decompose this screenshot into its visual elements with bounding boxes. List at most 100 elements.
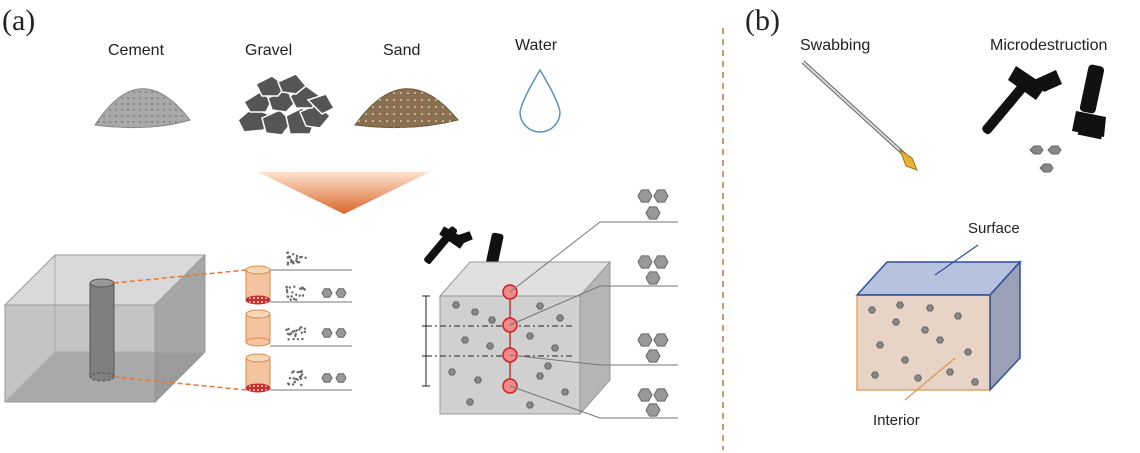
mixing-funnel-icon <box>258 172 430 214</box>
core-sample-1 <box>245 265 271 305</box>
aggregate-hexagon <box>653 333 669 347</box>
powder-grain <box>286 295 290 298</box>
aggregate-hexagon <box>645 271 661 285</box>
aggregate-hexagon <box>867 306 877 314</box>
powder-grain <box>300 326 303 329</box>
powder-grain <box>285 286 288 289</box>
powder-grain <box>293 380 296 384</box>
powder-grain <box>300 331 303 334</box>
aggregate-hexagon <box>653 255 669 269</box>
aggregate-hexagon <box>637 388 653 402</box>
powder-grain <box>295 254 299 258</box>
powder-grain <box>291 260 294 263</box>
aggregate-hexagon <box>335 373 347 383</box>
powder-grain <box>295 293 298 296</box>
gravel-pile-icon <box>237 73 336 136</box>
aggregate-dots-b <box>447 301 570 409</box>
powder-grain <box>286 263 290 266</box>
powder-grain <box>303 327 307 330</box>
powder-grain <box>301 373 304 376</box>
aggregate-hexagon <box>321 288 333 298</box>
aggregate-dots-c <box>867 301 980 386</box>
core-cylinder <box>89 278 115 382</box>
flashlight-icon-b <box>1072 64 1106 140</box>
aggregate-hexagon <box>645 349 661 363</box>
aggregate-hexagon <box>470 308 480 316</box>
cement-label: Cement <box>108 42 165 59</box>
powder-grain <box>296 378 299 381</box>
powder-grain <box>286 291 289 294</box>
powder-grain <box>298 375 302 379</box>
powder-grain <box>294 332 297 336</box>
microdestruction-label: Microdestruction <box>990 37 1107 54</box>
water-label: Water <box>515 37 558 54</box>
powder-grain <box>298 328 301 331</box>
aggregate-hexagon <box>487 316 497 324</box>
aggregate-hexagon <box>543 362 553 370</box>
aggregate-hexagon <box>875 341 885 349</box>
aggregate-hexagon <box>913 374 923 382</box>
powder-grain <box>291 291 294 294</box>
aggregate-particles-b <box>1029 145 1062 173</box>
powder-grain <box>287 327 290 331</box>
powder-grain <box>295 257 298 260</box>
aggregate-hexagon <box>473 376 483 384</box>
aggregate-particles-right <box>637 189 669 417</box>
powder-grain <box>290 295 293 298</box>
aggregate-hexagon <box>925 304 935 312</box>
aggregate-hexagon <box>645 403 661 417</box>
powder-grain <box>292 337 295 341</box>
powder-grain <box>303 330 306 334</box>
aggregate-hexagon <box>525 401 535 409</box>
core-connector-top <box>113 269 247 284</box>
water-drop-icon <box>519 68 561 133</box>
powder-grain <box>286 251 289 254</box>
leader-lines <box>509 221 678 419</box>
powder-grain <box>288 377 292 380</box>
aggregate-hexagon <box>920 326 930 334</box>
aggregate-hexagon <box>485 342 495 350</box>
hammer-icon <box>424 226 473 264</box>
surface-label: Surface <box>968 220 1020 237</box>
aggregate-hexagon <box>335 328 347 338</box>
aggregate-hexagon <box>870 371 880 379</box>
aggregate-hexagon <box>335 288 347 298</box>
core-sample-3 <box>245 353 271 393</box>
powder-grain <box>294 298 298 301</box>
aggregate-hexagon <box>653 189 669 203</box>
aggregate-hexagon <box>535 372 545 380</box>
aggregate-hexagon <box>555 314 565 322</box>
aggregate-hexagon <box>945 368 955 376</box>
powder-grain <box>289 259 293 262</box>
powder-grain <box>301 337 304 341</box>
gravel-label: Gravel <box>245 42 292 59</box>
powder-grain <box>296 261 299 264</box>
aggregate-hexagon <box>451 301 461 309</box>
interior-pointer <box>904 357 956 401</box>
powder-particles <box>285 251 307 387</box>
powder-grain <box>304 256 307 259</box>
aggregate-hexagon <box>895 301 905 309</box>
sand-pile-icon <box>354 88 459 129</box>
aggregate-hexagon <box>460 336 470 344</box>
aggregate-hexagon <box>447 368 457 376</box>
aggregate-hexagon <box>465 398 475 406</box>
powder-grain <box>300 370 303 373</box>
powder-grain <box>296 371 299 374</box>
powder-grain <box>296 338 300 341</box>
powder-grain <box>294 334 297 337</box>
aggregate-hexagon <box>891 318 901 326</box>
powder-grain <box>288 333 291 336</box>
powder-grain <box>289 298 292 301</box>
interior-label: Interior <box>873 412 920 429</box>
powder-grain <box>292 297 296 301</box>
powder-grain <box>300 287 303 290</box>
depth-markers <box>422 295 575 387</box>
aggregate-hexagon <box>525 332 535 340</box>
aggregate-hexagon <box>637 189 653 203</box>
powder-grain <box>286 261 290 264</box>
powder-grain <box>300 383 303 387</box>
powder-grain <box>288 256 291 259</box>
powder-grain <box>292 377 295 380</box>
powder-grain <box>288 286 291 289</box>
